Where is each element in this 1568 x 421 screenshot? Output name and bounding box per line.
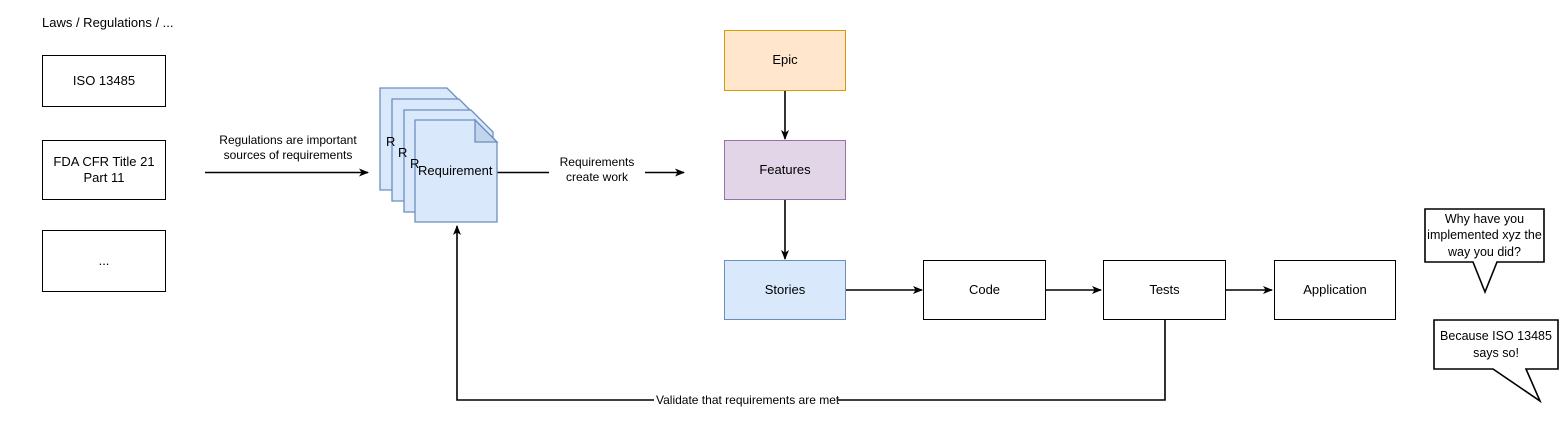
edge-label-validate-requirements: Validate that requirements are met: [654, 393, 840, 408]
pipeline-box-tests[interactable]: Tests: [1103, 260, 1226, 320]
requirement-front-label: Requirement: [418, 163, 493, 178]
pipeline-box-application[interactable]: Application: [1274, 260, 1396, 320]
speech-bubble-question-shape: [1424, 208, 1545, 295]
work-item-epic[interactable]: Epic: [724, 30, 846, 91]
regulation-box-iso-13485[interactable]: ISO 13485: [42, 55, 166, 107]
requirement-stack-back-label-1: R: [410, 156, 419, 171]
pipeline-label: Code: [968, 281, 1001, 297]
pipeline-box-code[interactable]: Code: [923, 260, 1046, 320]
speech-bubble-answer-text: Because ISO 13485 says so!: [1440, 329, 1552, 360]
speech-bubble-answer-shape: [1433, 319, 1559, 404]
regulation-box-ellipsis[interactable]: ...: [42, 230, 166, 292]
work-item-label: Stories: [764, 281, 806, 297]
pipeline-label: Application: [1303, 281, 1367, 297]
speech-bubble-question: Why have you implemented xyz the way you…: [1425, 209, 1544, 262]
speech-bubble-question-text: Why have you implemented xyz the way you…: [1427, 212, 1542, 259]
work-item-features[interactable]: Features: [724, 140, 846, 200]
regulation-label: FDA CFR Title 21 Part 11: [53, 153, 155, 185]
regulation-label: ISO 13485: [72, 72, 136, 88]
speech-bubble-answer: Because ISO 13485 says so!: [1434, 320, 1558, 369]
regulation-box-fda-cfr-title-21[interactable]: FDA CFR Title 21 Part 11: [42, 140, 166, 200]
work-item-stories[interactable]: Stories: [724, 260, 846, 320]
work-item-label: Epic: [772, 52, 798, 68]
requirement-stack-back-label-3: R: [386, 134, 395, 149]
regulation-label: ...: [98, 252, 110, 268]
pipeline-label: Tests: [1149, 281, 1180, 297]
requirement-stack-back-label-2: R: [398, 145, 407, 160]
edge-label-regulations-to-requirement: Regulations are important sources of req…: [211, 133, 365, 163]
work-item-label: Features: [759, 161, 811, 177]
edge-label-requirement-create-work: Requirements create work: [549, 155, 645, 185]
laws-regulations-heading: Laws / Regulations / ...: [42, 15, 174, 30]
